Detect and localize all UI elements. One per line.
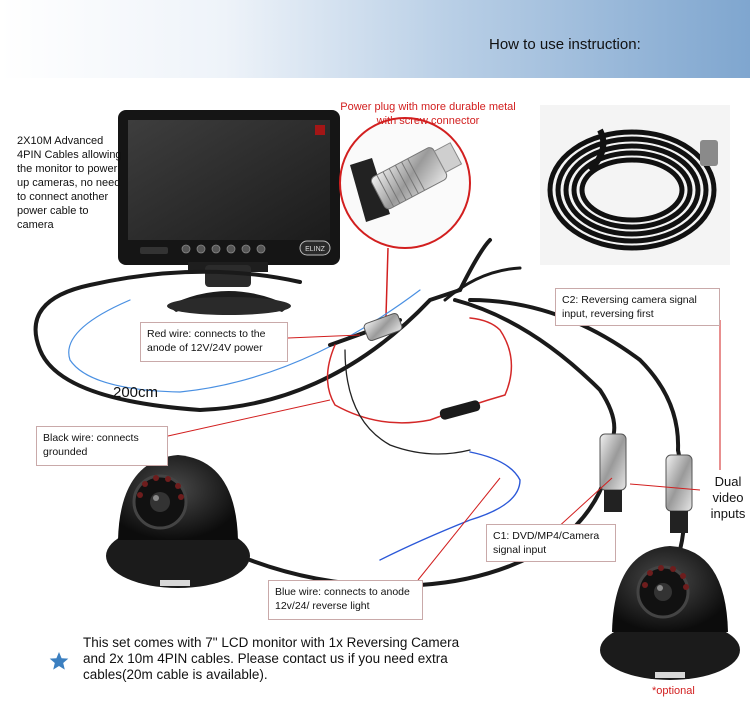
callout-red-wire: Red wire: connects to the anode of 12V/2…: [140, 322, 288, 362]
dual-inputs-label: Dual video inputs: [710, 474, 746, 521]
dome-camera-right: [600, 546, 740, 680]
power-plug-note: Power plug with more durable metal with …: [340, 101, 516, 127]
callout-c2: C2: Reversing camera signal input, rever…: [555, 288, 720, 326]
monitor-brand-logo: ELINZ: [305, 246, 326, 253]
callout-black-wire: Black wire: connects grounded: [36, 426, 168, 466]
connector-c1: [599, 433, 627, 512]
power-plug-zoom: [339, 117, 471, 317]
header-bar: [0, 0, 750, 78]
monitor-led-icon: [315, 125, 325, 135]
star-icon: [49, 652, 69, 670]
page-title: How to use instruction:: [489, 36, 641, 53]
optional-label: *optional: [652, 685, 695, 697]
callout-blue-wire: Blue wire: connects to anode 12v/24/ rev…: [268, 580, 423, 620]
power-plug-inline: [363, 313, 403, 341]
lcd-monitor: ELINZ: [118, 110, 340, 315]
distance-label: 200cm: [113, 384, 159, 401]
cables-description: 2X10M Advanced 4PIN Cables allowing the …: [17, 135, 122, 231]
callout-c1: C1: DVD/MP4/Camera signal input: [486, 524, 616, 562]
cable-coil-photo: [540, 105, 730, 265]
connector-c2: [665, 454, 693, 533]
dome-camera-left: [106, 455, 250, 588]
footer-note: This set comes with 7" LCD monitor with …: [83, 635, 460, 682]
